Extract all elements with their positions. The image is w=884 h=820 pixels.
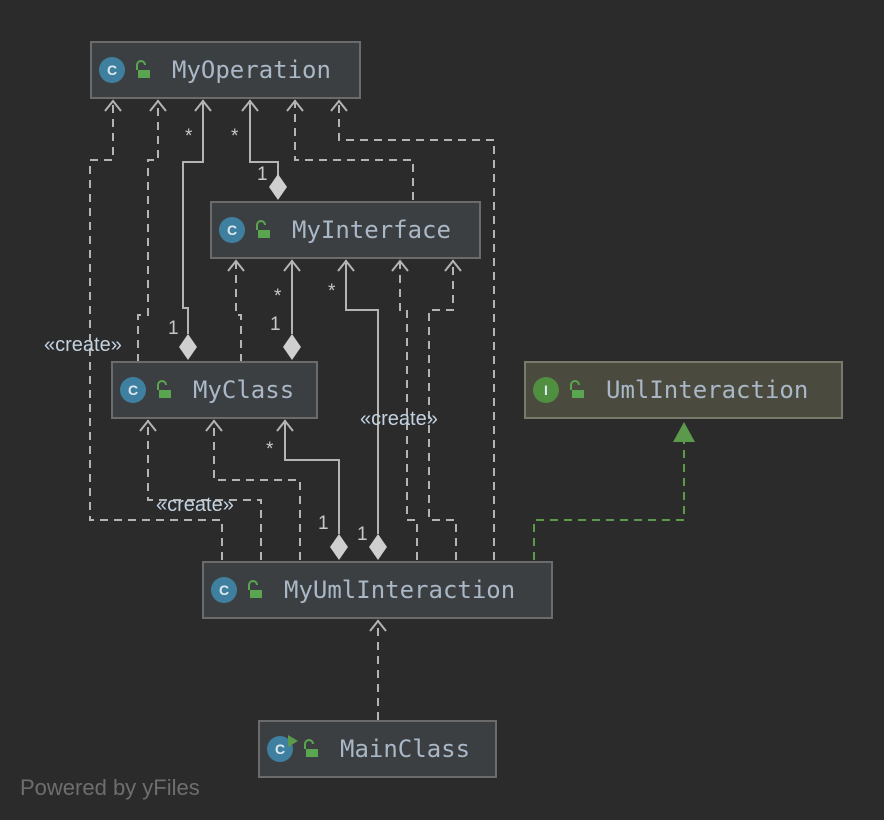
node-my-operation[interactable]: C MyOperation [90,41,361,99]
arrowhead [391,259,409,272]
edge-interface-agg-operation [249,100,279,176]
node-title: UmlInteraction [606,376,808,404]
diamond-myclass-left [179,334,197,360]
node-title: MyOperation [172,56,331,84]
edge-uml-implements-interaction [533,440,685,560]
class-icon [211,577,237,603]
edge-uml-to-myclass-1 [147,420,262,560]
public-lock-icon [304,739,318,757]
stereotype-create: «create» [156,494,234,516]
multiplicity-label: 1 [357,524,368,545]
multiplicity-label: 1 [318,513,329,534]
powered-by-footer: Powered by yFiles [20,775,200,800]
arrowhead [330,99,348,112]
edge-uml-agg-myclass [284,420,340,534]
edge-uml-to-interface-1 [399,260,418,560]
stereotype-create: «create» [44,334,122,356]
edge-uml-to-operation-1 [89,100,223,560]
edge-myclass-to-operation [137,100,159,362]
multiplicity-label: 1 [257,164,268,185]
edge-myclass-to-interface [235,260,242,362]
public-lock-icon [570,380,584,398]
diamond-uml-left [330,534,348,560]
main-class-icon [267,736,293,762]
arrowhead [444,259,462,272]
edge-uml-agg-interface [345,260,379,534]
stereotype-create: «create» [360,408,438,430]
multiplicity-label: 1 [168,318,179,339]
public-lock-icon [256,220,270,238]
class-badge-letter: C [227,222,237,238]
interface-badge-letter: I [544,382,548,398]
node-title: MyInterface [292,216,451,244]
class-badge-letter: C [128,382,138,398]
multiplicity-label: * [231,126,239,147]
class-badge-letter: C [107,62,117,78]
aggregation-diamonds [179,174,387,560]
node-title: MyClass [193,376,294,404]
diamond-myclass-right [283,334,301,360]
arrowhead [286,99,304,112]
class-badge-letter: C [219,582,229,598]
class-icon [99,57,125,83]
run-marker-icon [288,735,298,747]
class-badge-letter: C [275,741,285,757]
public-lock-icon [157,380,171,398]
node-my-class[interactable]: C MyClass [111,361,318,419]
edge-uml-to-interface-2 [428,260,457,560]
arrowhead [194,99,212,112]
node-main-class[interactable]: C MainClass [258,720,497,778]
node-my-interface[interactable]: C MyInterface [210,201,481,259]
node-uml-interaction[interactable]: I UmlInteraction [524,361,843,419]
arrowhead [369,619,387,632]
multiplicity-label: * [274,286,282,307]
multiplicity-label: * [185,126,193,147]
arrowhead [104,99,122,112]
multiplicity-label: 1 [270,314,281,335]
class-icon [219,217,245,243]
node-my-uml-interaction[interactable]: C MyUmlInteraction [202,561,553,619]
multiplicity-label: * [266,439,274,460]
edges [89,100,695,720]
arrowhead [205,419,223,432]
edge-interface-to-operation [294,100,414,200]
edge-labels: * * 1 * 1 * 1 * 1 1 «create» «create» «c… [44,126,438,545]
arrowheads [104,99,462,632]
class-icon [120,377,146,403]
public-lock-icon [136,60,150,78]
diamond-myinterface-top [269,174,287,200]
edge-uml-to-operation-2 [338,100,495,560]
interface-icon [533,377,559,403]
arrowhead [227,259,245,272]
public-lock-icon [248,580,262,598]
edge-myclass-agg-operation [182,100,204,334]
diamond-uml-right [369,534,387,560]
arrowhead [283,259,301,272]
arrowhead [337,259,355,272]
node-title: MyUmlInteraction [284,576,515,604]
arrowhead [276,419,294,432]
arrowhead [139,419,157,432]
multiplicity-label: * [328,281,336,302]
arrowhead [241,99,259,112]
node-title: MainClass [340,735,470,763]
edge-uml-to-myclass-2 [213,420,301,560]
arrowhead [149,99,167,112]
implements-arrowhead [673,422,695,442]
